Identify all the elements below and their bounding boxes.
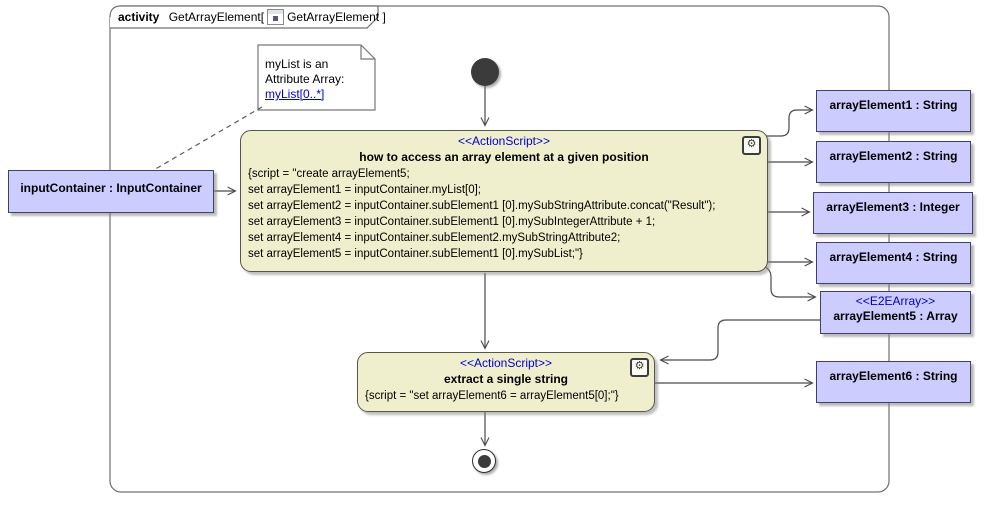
script-line: {script = "create arrayElement5; bbox=[248, 168, 410, 180]
action-title: how to access an array element at a give… bbox=[359, 150, 649, 164]
object-node-label: arrayElement6 : String bbox=[829, 369, 958, 383]
object-node-arrayelement4[interactable]: arrayElement4 : String bbox=[816, 242, 971, 284]
object-stereotype: <<E2EArray>> bbox=[855, 294, 936, 308]
note-comment: myList is an Attribute Array: myList[0..… bbox=[265, 57, 344, 102]
script-line: set arrayElement3 = inputContainer.subEl… bbox=[248, 216, 656, 228]
edge-main-to-arrayelement5 bbox=[762, 265, 815, 297]
object-node-label: inputContainer : InputContainer bbox=[20, 181, 202, 195]
frame-title-tab bbox=[109, 5, 379, 29]
object-node-label: arrayElement4 : String bbox=[829, 250, 958, 264]
object-node-arrayelement3[interactable]: arrayElement3 : Integer bbox=[813, 192, 973, 234]
mylist-hyperlink[interactable]: myList[0..*] bbox=[265, 87, 325, 101]
object-node-label: arrayElement2 : String bbox=[829, 149, 958, 163]
object-node-arrayelement2[interactable]: arrayElement2 : String bbox=[816, 141, 971, 183]
script-line: set arrayElement2 = inputContainer.subEl… bbox=[248, 200, 716, 212]
gear-glyph: ⚙ bbox=[634, 360, 645, 372]
final-node-dot bbox=[477, 454, 491, 468]
initial-node[interactable] bbox=[471, 58, 499, 86]
script-line: {script = "set arrayElement6 = arrayElem… bbox=[365, 390, 619, 402]
action-title: extract a single string bbox=[443, 372, 569, 386]
note-line-2: Attribute Array: bbox=[265, 72, 345, 86]
activity-diagram-icon bbox=[267, 9, 285, 25]
note-fold-corner bbox=[360, 45, 375, 60]
frame-name-right: GetArrayElement ] bbox=[287, 10, 386, 24]
edge-arrayelement5-to-extract-action bbox=[661, 319, 820, 360]
script-line: set arrayElement4 = inputContainer.subEl… bbox=[248, 232, 621, 244]
note-line-1: myList is an bbox=[265, 57, 329, 71]
object-node-label: arrayElement1 : String bbox=[829, 98, 958, 112]
action-node-extract-string[interactable]: <<ActionScript>> extract a single string… bbox=[357, 352, 655, 412]
object-node-arrayelement1[interactable]: arrayElement1 : String bbox=[816, 90, 971, 132]
object-node-label: arrayElement5 : Array bbox=[833, 309, 958, 323]
object-node-inputcontainer[interactable]: inputContainer : InputContainer bbox=[8, 170, 214, 213]
edge-main-to-arrayelement1 bbox=[766, 110, 812, 137]
note-shape[interactable] bbox=[257, 44, 376, 111]
object-node-arrayelement6[interactable]: arrayElement6 : String bbox=[816, 361, 971, 403]
frame-name-left: GetArrayElement[ bbox=[168, 10, 265, 24]
script-line: set arrayElement5 = inputContainer.subEl… bbox=[248, 248, 583, 260]
action-stereotype: <<ActionScript>> bbox=[459, 356, 553, 370]
object-node-arrayelement5[interactable]: <<E2EArray>> arrayElement5 : Array bbox=[820, 291, 971, 334]
gear-icon: ⚙ bbox=[742, 136, 761, 155]
object-node-label: arrayElement3 : Integer bbox=[826, 200, 960, 214]
activity-final-node[interactable] bbox=[472, 449, 496, 473]
gear-glyph: ⚙ bbox=[746, 138, 757, 150]
gear-icon: ⚙ bbox=[630, 358, 649, 377]
script-line: set arrayElement1 = inputContainer.myLis… bbox=[248, 184, 481, 196]
frame-title: activity GetArrayElement[ GetArrayElement… bbox=[118, 9, 386, 25]
action-stereotype: <<ActionScript>> bbox=[457, 134, 551, 148]
frame-keyword: activity bbox=[118, 10, 160, 24]
action-node-main-script[interactable]: <<ActionScript>> how to access an array … bbox=[240, 130, 768, 272]
note-anchor-dashed-line bbox=[151, 106, 263, 172]
